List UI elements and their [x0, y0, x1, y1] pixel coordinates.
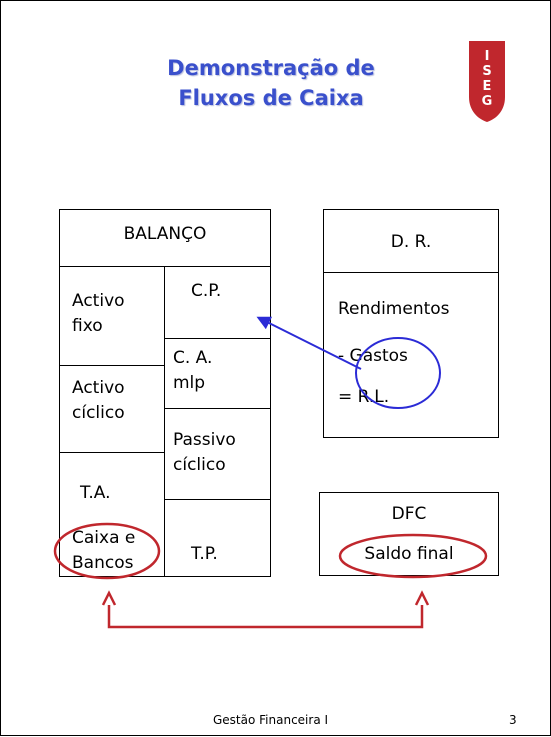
passivo-ciclico-cell: Passivo cíclico — [164, 408, 271, 500]
footer-course: Gestão Financeira I — [213, 713, 329, 727]
caixa-saldo-connector — [107, 605, 424, 629]
ca-mlp-cell: C. A. mlp — [164, 338, 271, 409]
cp-label: C.P. — [191, 281, 222, 301]
balanco-title: BALANÇO — [123, 224, 207, 244]
saldo-arrowhead — [414, 590, 430, 606]
tp-label: T.P. — [191, 544, 218, 564]
saldo-final-label: Saldo final — [364, 544, 454, 564]
rl-label: = R.L. — [338, 387, 390, 407]
dr-header: D. R. — [323, 209, 499, 273]
iseg-logo: I S E G — [469, 41, 505, 122]
rendimentos-label: Rendimentos — [338, 299, 450, 319]
footer-page-number: 3 — [509, 713, 517, 727]
activo-fixo-label: Activo fixo — [72, 291, 125, 336]
ca-mlp-label: C. A. mlp — [173, 348, 213, 393]
tp-cell: T.P. — [164, 499, 271, 577]
balanco-header: BALANÇO — [59, 209, 271, 267]
caixa-bancos-label: Caixa e Bancos — [72, 528, 136, 573]
logo-letter-i: I — [485, 49, 490, 64]
activo-ciclico-label: Activo cíclico — [72, 378, 125, 423]
passivo-ciclico-label: Passivo cíclico — [173, 430, 236, 475]
dfc-box: DFC Saldo final — [319, 492, 499, 576]
title-line-1: Demonstração de — [167, 56, 375, 80]
slide-title: Demonstração de Fluxos de Caixa — [101, 53, 441, 113]
caixa-arrowhead — [101, 590, 117, 606]
dr-title: D. R. — [390, 232, 432, 252]
logo-letter-e: E — [483, 79, 492, 94]
title-line-2: Fluxos de Caixa — [178, 86, 364, 110]
dfc-title: DFC — [391, 504, 427, 524]
activo-ciclico-cell: Activo cíclico — [59, 365, 165, 453]
logo-letter-g: G — [482, 94, 493, 109]
gastos-label: - Gastos — [338, 346, 408, 366]
logo-letter-s: S — [482, 64, 491, 79]
activo-fixo-cell: Activo fixo — [59, 266, 165, 366]
cp-cell: C.P. — [164, 266, 271, 339]
dr-body: Rendimentos - Gastos = R.L. — [323, 272, 499, 438]
ta-label: T.A. — [80, 483, 111, 503]
tesouraria-activa-cell: T.A. Caixa e Bancos — [59, 452, 165, 577]
